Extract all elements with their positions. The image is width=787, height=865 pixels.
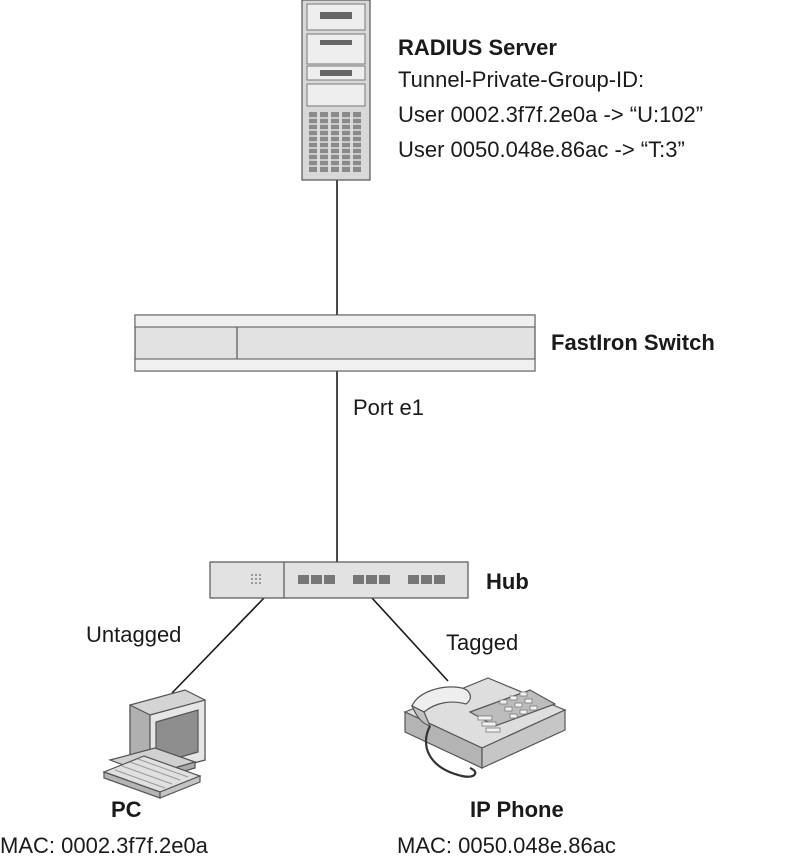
pc-icon [102, 689, 206, 799]
hub-icon [209, 561, 469, 599]
hub-to-phone-link [371, 597, 449, 682]
hub-label: Hub [486, 569, 529, 594]
radius-attribute-label: Tunnel-Private-Group-ID: [398, 67, 645, 92]
radius-mapping-line: User 0050.048e.86ac -> “T:3” [398, 137, 685, 162]
tagged-link-label: Tagged [446, 630, 519, 655]
untagged-link-label: Untagged [86, 622, 182, 647]
connection-lines [171, 180, 449, 694]
radius-server-icon [301, 0, 371, 181]
port-label: Port e1 [353, 395, 424, 420]
hub-to-pc-link [171, 597, 265, 694]
pc-label: PC [111, 797, 142, 822]
ip-phone-mac-address: MAC: 0050.048e.86ac [397, 833, 616, 858]
ip-phone-label: IP Phone [470, 797, 564, 822]
fastiron-switch-icon [134, 314, 536, 372]
radius-mapping-line: User 0002.3f7f.2e0a -> “U:102” [398, 102, 704, 127]
pc-mac-address: MAC: 0002.3f7f.2e0a [0, 833, 208, 858]
switch-label: FastIron Switch [551, 330, 715, 355]
ip-phone-icon [403, 677, 567, 778]
radius-server-title: RADIUS Server [398, 35, 557, 60]
